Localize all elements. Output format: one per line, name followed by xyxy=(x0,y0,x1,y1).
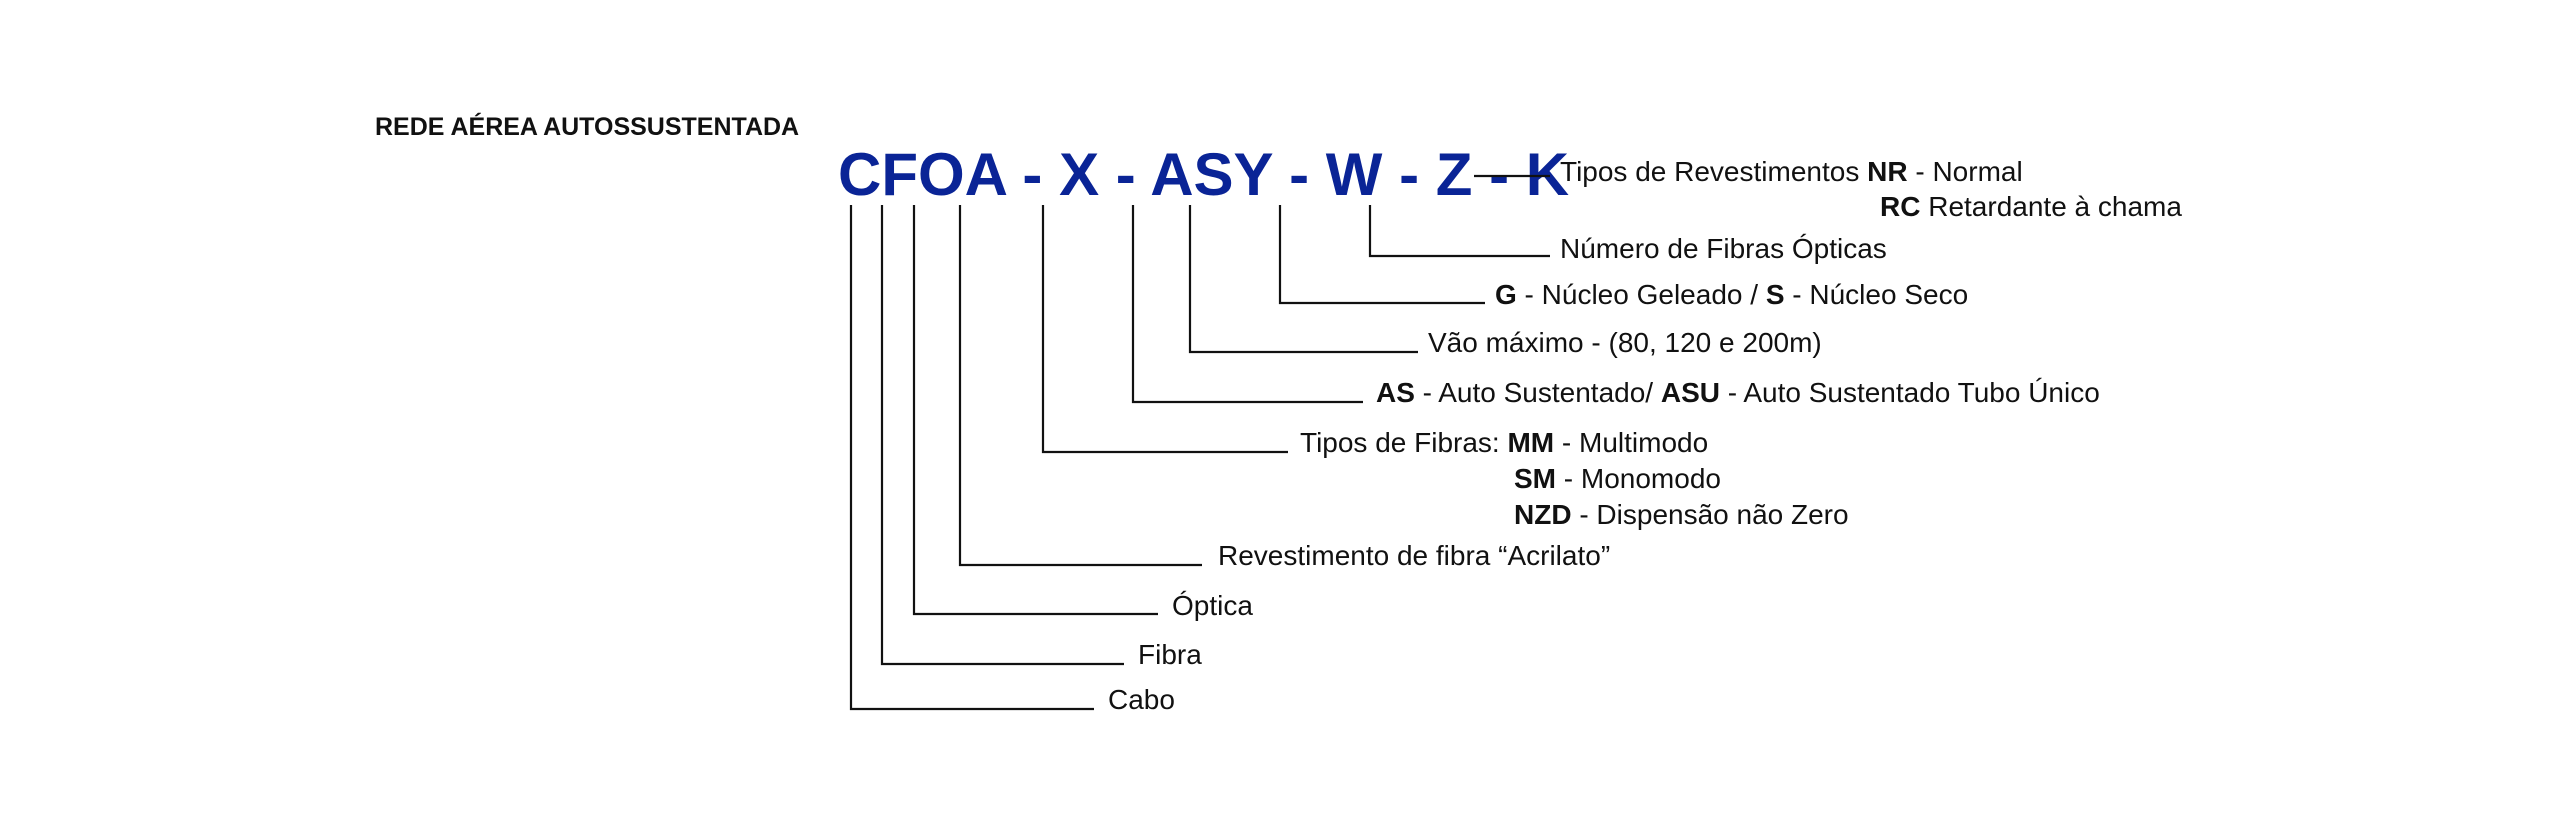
connector-y xyxy=(1188,205,1418,354)
label-revestimento-acrilato: Revestimento de fibra “Acrilato” xyxy=(1218,540,1610,571)
connector-c xyxy=(849,205,1094,711)
connector-z xyxy=(1368,205,1550,258)
cable-code: CFOA - X - ASY - W - Z - K xyxy=(838,141,1569,208)
connector-o xyxy=(912,205,1158,616)
label-nucleo: G - Núcleo Geleado / S - Núcleo Seco xyxy=(1495,279,1968,310)
label-fibra: Fibra xyxy=(1138,639,1202,670)
connector-lines xyxy=(849,174,1550,711)
label-vao-maximo: Vão máximo - (80, 120 e 200m) xyxy=(1428,327,1822,358)
label-tipos-fibras-nzd: NZD - Dispensão não Zero xyxy=(1514,499,1849,530)
label-numero-fibras: Número de Fibras Ópticas xyxy=(1560,233,1887,264)
connector-w xyxy=(1278,205,1485,305)
connector-a xyxy=(958,205,1202,567)
label-auto-sustentado: AS - Auto Sustentado/ ASU - Auto Sustent… xyxy=(1376,377,2100,408)
label-tipos-fibras-sm: SM - Monomodo xyxy=(1514,463,1721,494)
label-optica: Óptica xyxy=(1172,590,1253,621)
connector-as xyxy=(1131,205,1363,404)
diagram-title: REDE AÉREA AUTOSSUSTENTADA xyxy=(375,112,799,141)
label-cabo: Cabo xyxy=(1108,684,1175,715)
label-revestimentos-rc: RC Retardante à chama xyxy=(1880,191,2182,222)
connector-x xyxy=(1041,205,1288,454)
connector-f xyxy=(880,205,1124,666)
label-revestimentos: Tipos de Revestimentos NR - Normal xyxy=(1560,156,2023,187)
label-tipos-fibras: Tipos de Fibras: MM - Multimodo xyxy=(1300,427,1708,458)
